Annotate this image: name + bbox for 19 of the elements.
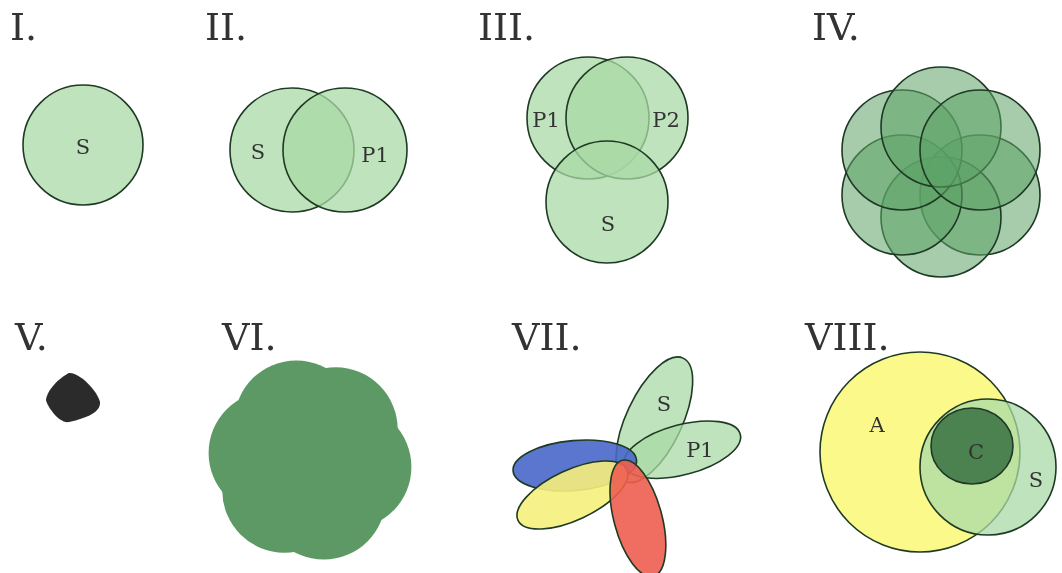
panel-numeral: III. — [478, 8, 536, 46]
panel-numeral: I. — [10, 8, 38, 46]
panel-numeral: VI. — [222, 318, 277, 356]
set-label: S — [600, 213, 616, 235]
panel-numeral: VIII. — [805, 318, 890, 356]
set-label: S — [1028, 469, 1044, 491]
set-label: S — [656, 393, 672, 415]
set-label: S — [250, 141, 266, 163]
set-label: C — [967, 441, 985, 463]
set-label: P2 — [652, 109, 680, 131]
set-label: P1 — [532, 109, 560, 131]
set-label: S — [75, 136, 91, 158]
set-label: P1 — [361, 144, 389, 166]
panel-numeral: VII. — [512, 318, 582, 356]
panel-numeral: IV. — [812, 8, 860, 46]
panel-numeral: II. — [205, 8, 248, 46]
set-label: A — [869, 414, 885, 436]
panel-numeral: V. — [15, 318, 48, 356]
set-label: P1 — [686, 439, 714, 461]
